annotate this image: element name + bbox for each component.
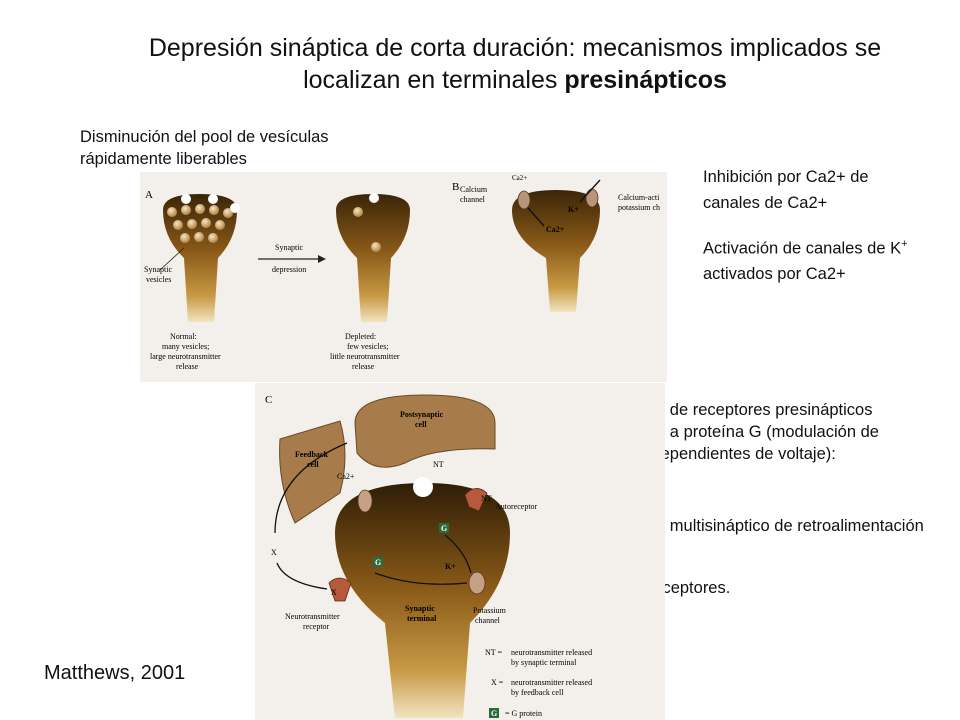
normal-caption-3: large neurotransmitter bbox=[150, 352, 221, 361]
nt-receptor-shape bbox=[328, 577, 352, 602]
syn-term-label-1: Synaptic bbox=[405, 604, 435, 613]
panel-c-letter: C bbox=[265, 394, 272, 406]
vesicle-depleted-1 bbox=[353, 207, 363, 217]
vesicle-release bbox=[413, 477, 433, 497]
postsyn-label-1: Postsynaptic bbox=[400, 410, 444, 419]
b-k-label: K+ bbox=[568, 205, 579, 214]
g-protein-1: G bbox=[441, 524, 447, 533]
figure-panels-ab: A Synaptic vesicles Normal: many vesicle… bbox=[140, 172, 667, 382]
b-ca-top: Ca2+ bbox=[512, 174, 527, 182]
normal-caption-2: many vesicles; bbox=[162, 342, 209, 351]
note-ca-inhibition: Inhibición por Ca2+ de canales de Ca2+ bbox=[703, 168, 869, 212]
legend-x-key: X = bbox=[491, 678, 504, 687]
arrow-label-1: Synaptic bbox=[275, 243, 303, 252]
b-ca-inside: Ca2+ bbox=[546, 225, 565, 234]
note-k-activation-sup: + bbox=[901, 238, 908, 250]
arrow-label-2: depression bbox=[272, 265, 306, 274]
note-k-activation-b: activados por Ca2+ bbox=[703, 264, 846, 283]
k-channel-c bbox=[468, 571, 486, 595]
figure-panel-c: C Postsynaptic cell Feedback cell Ca2+ N… bbox=[255, 383, 665, 720]
legend-nt-1: neurotransmitter released bbox=[511, 648, 592, 657]
c-x-left: X bbox=[271, 548, 277, 557]
legend-nt-2: by synaptic terminal bbox=[511, 658, 577, 667]
terminal-b bbox=[512, 190, 600, 312]
panel-a-letter: A bbox=[145, 189, 153, 201]
vesicles-label-2: vesicles bbox=[146, 275, 171, 284]
vesicles-normal bbox=[167, 194, 240, 243]
k-channel-label-1: Potassium bbox=[473, 606, 507, 615]
c-ca-label: Ca2+ bbox=[337, 472, 355, 481]
depleted-caption-1: Depleted: bbox=[345, 332, 376, 341]
postsynaptic-cell bbox=[354, 394, 496, 468]
nt-receptor-label-2: receptor bbox=[303, 622, 330, 631]
c-autoreceptor: Autoreceptor bbox=[495, 502, 538, 511]
postsyn-label-2: cell bbox=[415, 420, 427, 429]
legend-nt-key: NT = bbox=[485, 648, 503, 657]
c-x-recv: X bbox=[331, 588, 337, 597]
terminal-depleted bbox=[336, 194, 410, 322]
b-k-channel-1: Calcium-acti bbox=[618, 193, 660, 202]
slide-title: Depresión sináptica de corta duración: m… bbox=[100, 32, 930, 96]
depleted-caption-2: few vesicles; bbox=[347, 342, 389, 351]
b-ca-channel-1: Calcium bbox=[460, 185, 488, 194]
syn-term-label-2: terminal bbox=[407, 614, 437, 623]
title-main: Depresión sináptica de corta duración: m… bbox=[148, 34, 882, 94]
citation: Matthews, 2001 bbox=[44, 662, 186, 684]
c-k-label: K+ bbox=[445, 562, 456, 571]
autoreceptor-shape bbox=[464, 488, 488, 512]
legend-g-box bbox=[489, 708, 499, 718]
legend-x-2: by feedback cell bbox=[511, 688, 564, 697]
k-channel-label-2: channel bbox=[475, 616, 501, 625]
b-ca-channel-shape bbox=[517, 190, 531, 210]
feedback-label-1: Feedback bbox=[295, 450, 328, 459]
legend-g-text: = G protein bbox=[505, 709, 542, 718]
normal-caption-1: Normal: bbox=[170, 332, 197, 341]
vesicles-pointer bbox=[159, 247, 185, 271]
nt-receptor-label-1: Neurotransmitter bbox=[285, 612, 340, 621]
note-k-activation: Activación de canales de K+ activados po… bbox=[703, 232, 953, 287]
legend-x-1: neurotransmitter released bbox=[511, 678, 592, 687]
b-ca-channel-2: channel bbox=[460, 195, 486, 204]
b-k-channel-shape bbox=[585, 188, 599, 208]
vesicle-depleted-2 bbox=[371, 242, 381, 252]
b-k-arrow bbox=[579, 179, 601, 203]
synaptic-terminal-shape bbox=[335, 483, 510, 718]
g-protein-2: G bbox=[375, 558, 381, 567]
depleted-caption-3: little neurotransmitter bbox=[330, 352, 400, 361]
x-arrow bbox=[276, 562, 328, 590]
depression-arrowhead bbox=[318, 255, 326, 263]
feedback-label-2: cell bbox=[307, 460, 319, 469]
legend-g-key: G bbox=[491, 709, 497, 718]
panel-b-letter: B bbox=[452, 181, 459, 193]
ca-channel-c bbox=[357, 489, 373, 513]
g-to-k-arrow bbox=[374, 572, 468, 585]
normal-caption-4: release bbox=[176, 362, 199, 371]
g1-to-k-arrow bbox=[444, 534, 472, 574]
b-k-channel-2: potassium ch bbox=[618, 203, 660, 212]
b-ca-arrow bbox=[527, 207, 545, 227]
g-protein-2-box bbox=[373, 557, 383, 567]
g-protein-1-box bbox=[439, 523, 449, 533]
vesicles-label-1: Synaptic bbox=[144, 265, 172, 274]
title-bold: presinápticos bbox=[564, 66, 727, 94]
feedback-arrow bbox=[274, 442, 348, 534]
c-nt-right: NT bbox=[481, 494, 492, 503]
c-nt-top: NT bbox=[433, 460, 444, 469]
feedback-cell bbox=[279, 420, 346, 524]
depleted-caption-4: release bbox=[352, 362, 375, 371]
vesicle-fused bbox=[369, 193, 379, 203]
note-k-activation-a: Activación de canales de K bbox=[703, 239, 902, 258]
note-vesicle-pool: Disminución del pool de vesículas rápida… bbox=[80, 128, 329, 168]
